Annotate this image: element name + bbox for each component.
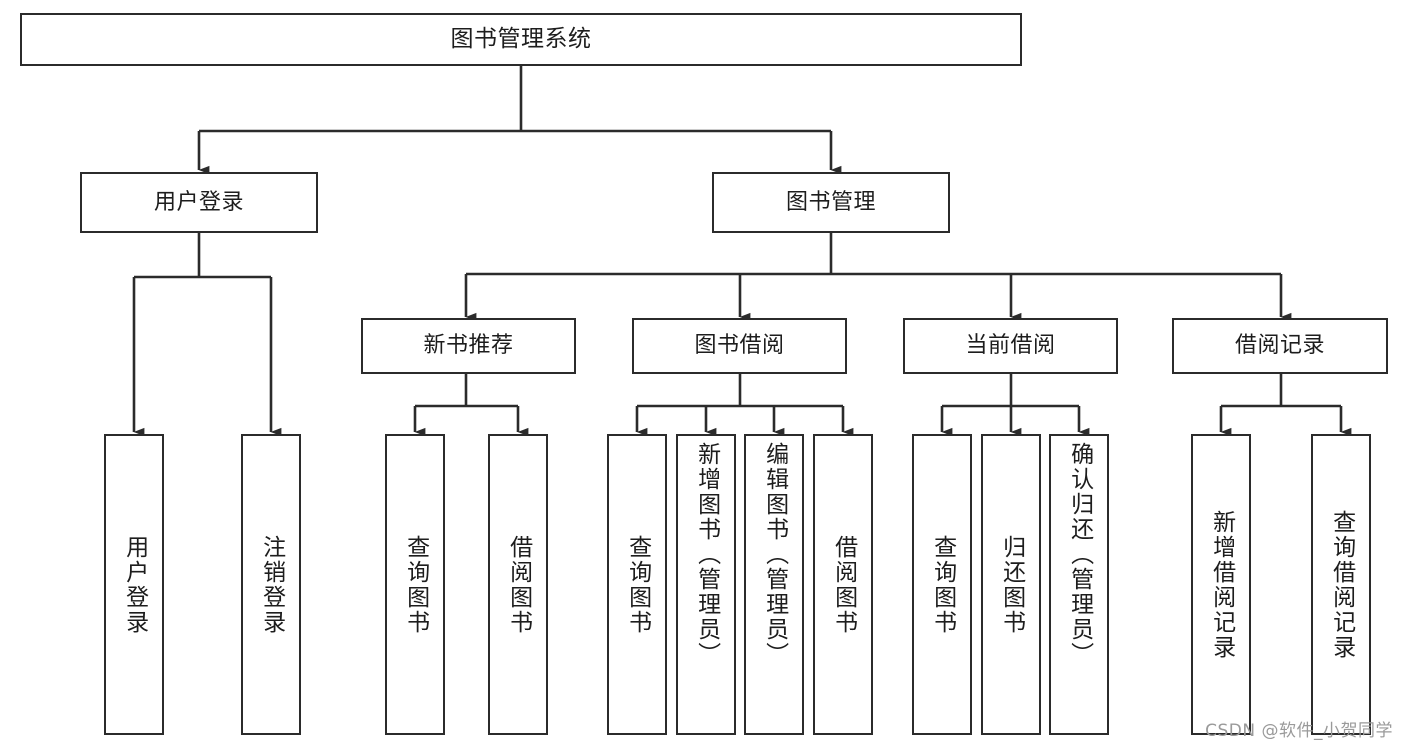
csdn-watermark: CSDN @软件_小贺同学	[1205, 721, 1393, 741]
node-root-system[interactable]: 图书管理系统	[20, 13, 1022, 66]
leaf-user-login-login[interactable]: 用户登录	[104, 434, 164, 735]
node-label: 新增图书（管理员）	[693, 442, 720, 667]
node-book-borrow[interactable]: 图书借阅	[632, 318, 847, 374]
leaf-current-query-book[interactable]: 查询图书	[912, 434, 972, 735]
node-label: 查询借阅记录	[1328, 509, 1355, 660]
node-label: 查询图书	[402, 534, 429, 635]
leaf-user-login-logout[interactable]: 注销登录	[241, 434, 301, 735]
leaf-recommend-query-book[interactable]: 查询图书	[385, 434, 445, 735]
leaf-recommend-borrow-book[interactable]: 借阅图书	[488, 434, 548, 735]
node-label: 图书借阅	[694, 333, 785, 359]
leaf-record-query-record[interactable]: 查询借阅记录	[1311, 434, 1371, 735]
node-label: 注销登录	[258, 534, 285, 635]
node-user-login[interactable]: 用户登录	[80, 172, 318, 233]
node-label: 用户登录	[153, 189, 244, 215]
node-label: 编辑图书（管理员）	[761, 442, 788, 667]
leaf-current-confirm-return-admin[interactable]: 确认归还（管理员）	[1049, 434, 1109, 735]
node-book-management[interactable]: 图书管理	[712, 172, 950, 233]
node-label: 新增借阅记录	[1208, 509, 1235, 660]
node-label: 借阅图书	[505, 534, 532, 635]
leaf-borrow-borrow-book[interactable]: 借阅图书	[813, 434, 873, 735]
node-label: 借阅记录	[1234, 333, 1325, 359]
node-new-book-recommend[interactable]: 新书推荐	[361, 318, 576, 374]
node-label: 借阅图书	[830, 534, 857, 635]
node-label: 当前借阅	[965, 333, 1056, 359]
node-borrow-record[interactable]: 借阅记录	[1172, 318, 1388, 374]
leaf-borrow-query-book[interactable]: 查询图书	[607, 434, 667, 735]
node-label: 图书管理系统	[450, 26, 592, 53]
node-current-borrow[interactable]: 当前借阅	[903, 318, 1118, 374]
node-label: 新书推荐	[423, 333, 514, 359]
leaf-current-return-book[interactable]: 归还图书	[981, 434, 1041, 735]
node-label: 查询图书	[929, 534, 956, 635]
node-label: 图书管理	[785, 189, 876, 215]
leaf-borrow-edit-book-admin[interactable]: 编辑图书（管理员）	[744, 434, 804, 735]
leaf-borrow-add-book-admin[interactable]: 新增图书（管理员）	[676, 434, 736, 735]
node-label: 确认归还（管理员）	[1066, 442, 1093, 667]
node-label: 查询图书	[624, 534, 651, 635]
node-label: 用户登录	[121, 534, 148, 635]
leaf-record-add-record[interactable]: 新增借阅记录	[1191, 434, 1251, 735]
node-label: 归还图书	[998, 534, 1025, 635]
